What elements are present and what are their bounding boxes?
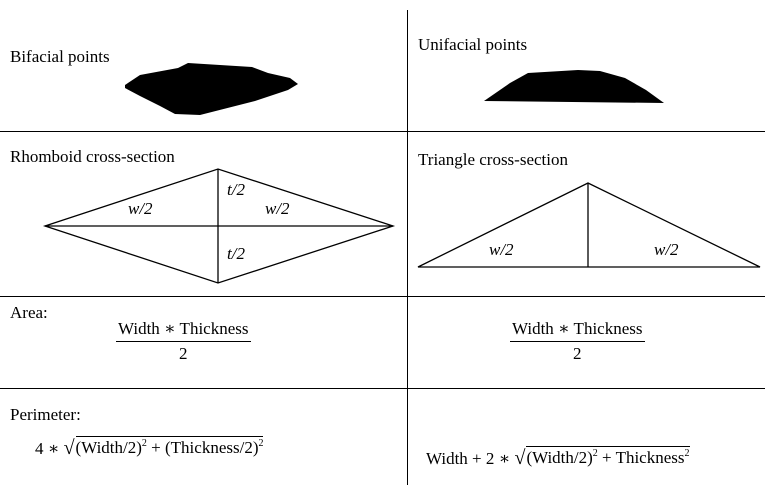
perimeter-formula-right: Width + 2 ∗ √(Width/2)2 + Thickness2 bbox=[426, 446, 690, 469]
radicand-term-a: (Width/2) bbox=[75, 438, 142, 457]
triangle-half-width-left: w/2 bbox=[489, 240, 514, 259]
row-divider-1 bbox=[0, 131, 765, 132]
radicand-term-a: (Width/2) bbox=[526, 448, 593, 467]
area-label: Area: bbox=[10, 303, 48, 322]
plus-sign: + bbox=[146, 438, 165, 457]
perimeter-right-prefix: Width + 2 ∗ bbox=[426, 449, 511, 468]
area-left-numerator: Width ∗ Thickness bbox=[116, 319, 251, 342]
perimeter-label: Perimeter: bbox=[10, 405, 81, 424]
area-formula-left: Width ∗ Thickness 2 bbox=[116, 319, 251, 364]
perimeter-formula-left: 4 ∗ √(Width/2)2 + (Thickness/2)2 bbox=[35, 436, 264, 459]
column-divider bbox=[407, 10, 408, 485]
bifacial-point-shape bbox=[125, 63, 298, 115]
unifacial-title: Unifacial points bbox=[418, 35, 528, 54]
triangle-title: Triangle cross-section bbox=[418, 150, 568, 169]
rhomboid-half-thickness-bottom: t/2 bbox=[227, 244, 245, 263]
radicand-term-b: (Thickness/2) bbox=[165, 438, 259, 457]
area-formula-right: Width ∗ Thickness 2 bbox=[510, 319, 645, 364]
exponent-b: 2 bbox=[258, 438, 264, 449]
radicand-term-b: Thickness bbox=[615, 448, 685, 467]
area-left-denominator: 2 bbox=[179, 344, 188, 363]
radical-sign-icon: √ bbox=[63, 437, 75, 459]
perimeter-left-radicand: (Width/2)2 + (Thickness/2)2 bbox=[75, 436, 264, 458]
rhomboid-half-width-right: w/2 bbox=[265, 199, 290, 218]
triangle-half-width-right: w/2 bbox=[654, 240, 679, 259]
row-divider-3 bbox=[0, 388, 765, 389]
area-right-denominator: 2 bbox=[573, 344, 582, 363]
exponent-b: 2 bbox=[684, 448, 690, 459]
rhomboid-half-thickness-top: t/2 bbox=[227, 180, 245, 199]
exponent-a: 2 bbox=[592, 448, 598, 459]
row-divider-2 bbox=[0, 296, 765, 297]
bifacial-title: Bifacial points bbox=[10, 47, 110, 66]
perimeter-left-prefix: 4 ∗ bbox=[35, 439, 60, 458]
square-root-right: √(Width/2)2 + Thickness2 bbox=[514, 446, 690, 469]
unifacial-point-shape bbox=[484, 70, 664, 103]
plus-sign: + bbox=[597, 448, 616, 467]
area-right-numerator: Width ∗ Thickness bbox=[510, 319, 645, 342]
triangle-outline bbox=[417, 182, 761, 268]
exponent-a: 2 bbox=[141, 438, 147, 449]
square-root-left: √(Width/2)2 + (Thickness/2)2 bbox=[64, 436, 264, 458]
perimeter-right-radicand: (Width/2)2 + Thickness2 bbox=[526, 446, 690, 468]
rhomboid-title: Rhomboid cross-section bbox=[10, 147, 175, 166]
radical-sign-icon: √ bbox=[514, 447, 526, 469]
rhomboid-half-width-left: w/2 bbox=[128, 199, 153, 218]
